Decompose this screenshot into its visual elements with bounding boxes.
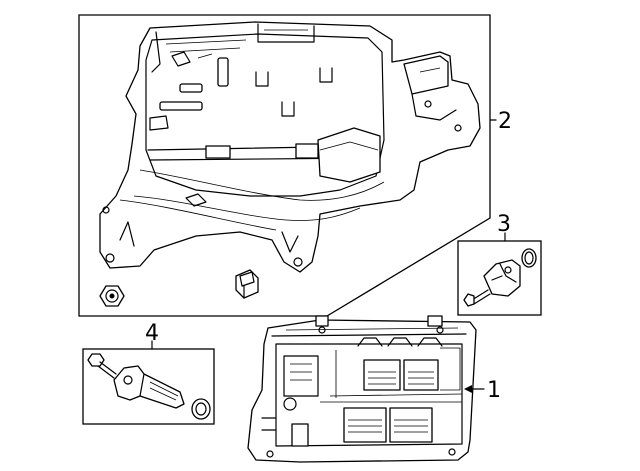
- sensor-assembly-part-4[interactable]: [87, 353, 211, 420]
- part-4-frame: [82, 348, 215, 425]
- pin-rows-2: [348, 419, 428, 433]
- control-module-part-1[interactable]: [247, 315, 477, 463]
- tray-bracket-part-2[interactable]: [99, 21, 481, 273]
- bolt-hardware[interactable]: [99, 285, 125, 307]
- leader-arrow-1: [464, 385, 485, 393]
- part-3-frame: [457, 240, 542, 316]
- part-2-frame: [78, 14, 491, 317]
- callout-3: 3: [497, 212, 511, 237]
- callout-2: 2: [498, 109, 512, 134]
- callout-4: 4: [145, 321, 159, 346]
- callout-1: 1: [487, 378, 501, 403]
- nut-hardware[interactable]: [235, 269, 259, 299]
- pin-rows-1: [368, 371, 434, 385]
- connector-assembly-part-3[interactable]: [463, 248, 537, 307]
